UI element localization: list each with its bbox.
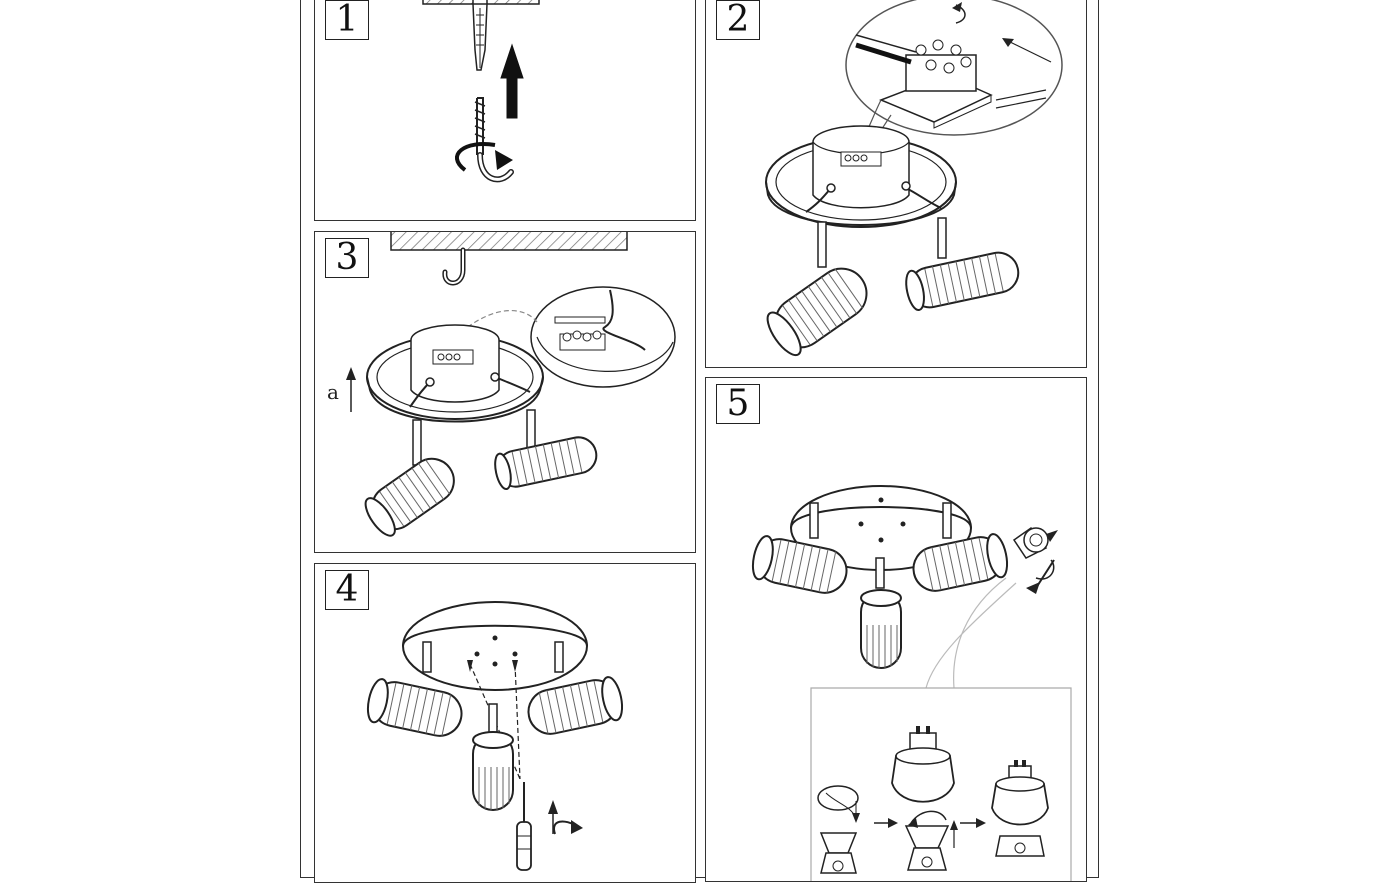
step-2-number: 2 [716,0,760,40]
right-arrow-icon [960,818,986,828]
gu10-bulb-icon [1014,528,1048,558]
spotlight-icon [360,450,462,540]
spotlight-icon [492,434,599,490]
screwdriver-icon [517,782,531,870]
insert-bulb-illustration [706,378,1087,881]
step-5-panel: 5 [705,377,1087,882]
step-2-panel: 2 [705,0,1087,368]
spotlight-icon [861,590,901,668]
up-arrow-icon [548,800,558,834]
step-4-number: 4 [325,570,369,610]
step-1-number: 1 [325,0,369,40]
spotlight-icon [524,675,625,738]
spotlight-icon [903,249,1022,312]
rotate-arrow-icon [554,820,583,834]
spotlight-icon [364,677,465,740]
up-arrow-a-icon [346,367,356,412]
assembled-lamp-icon [992,760,1048,856]
lamp-holder-icon [818,786,860,873]
hang-fixture-illustration [346,232,696,553]
step-3-number: 3 [325,238,369,278]
spotlight-icon [762,259,877,360]
lamp-holder-icon [906,811,948,870]
canopy-icon [367,325,543,422]
terminal-wiring-illustration [706,0,1087,368]
step-1-panel: 1 [314,0,696,221]
instruction-sheet: 1 [300,0,1099,883]
screw-hook-icon [457,98,513,179]
up-arrow-icon [501,45,523,118]
canopy-icon [403,602,587,690]
bulb-detail-box [811,688,1071,881]
step-4-panel: 4 [314,563,696,883]
magnified-terminal-icon [846,0,1062,135]
magnified-connection-icon [531,287,675,387]
step-5-number: 5 [716,384,760,424]
spotlight-icon [749,534,850,597]
ceiling-hook-icon [445,250,463,283]
right-arrow-icon [874,818,898,828]
gu10-bulb-icon [892,726,954,802]
step-3-panel: 3 a [314,231,696,553]
up-arrow-icon [950,820,958,848]
screw-canopy-illustration [315,564,696,883]
wall-plug-icon [473,4,487,70]
wall-plug-hook-illustration [315,0,696,221]
spotlight-icon [909,532,1010,595]
spotlight-icon [473,732,513,810]
canopy-icon [766,126,956,227]
arrow-a-label: a [327,380,339,404]
rotate-arrow-icon [1026,530,1058,594]
